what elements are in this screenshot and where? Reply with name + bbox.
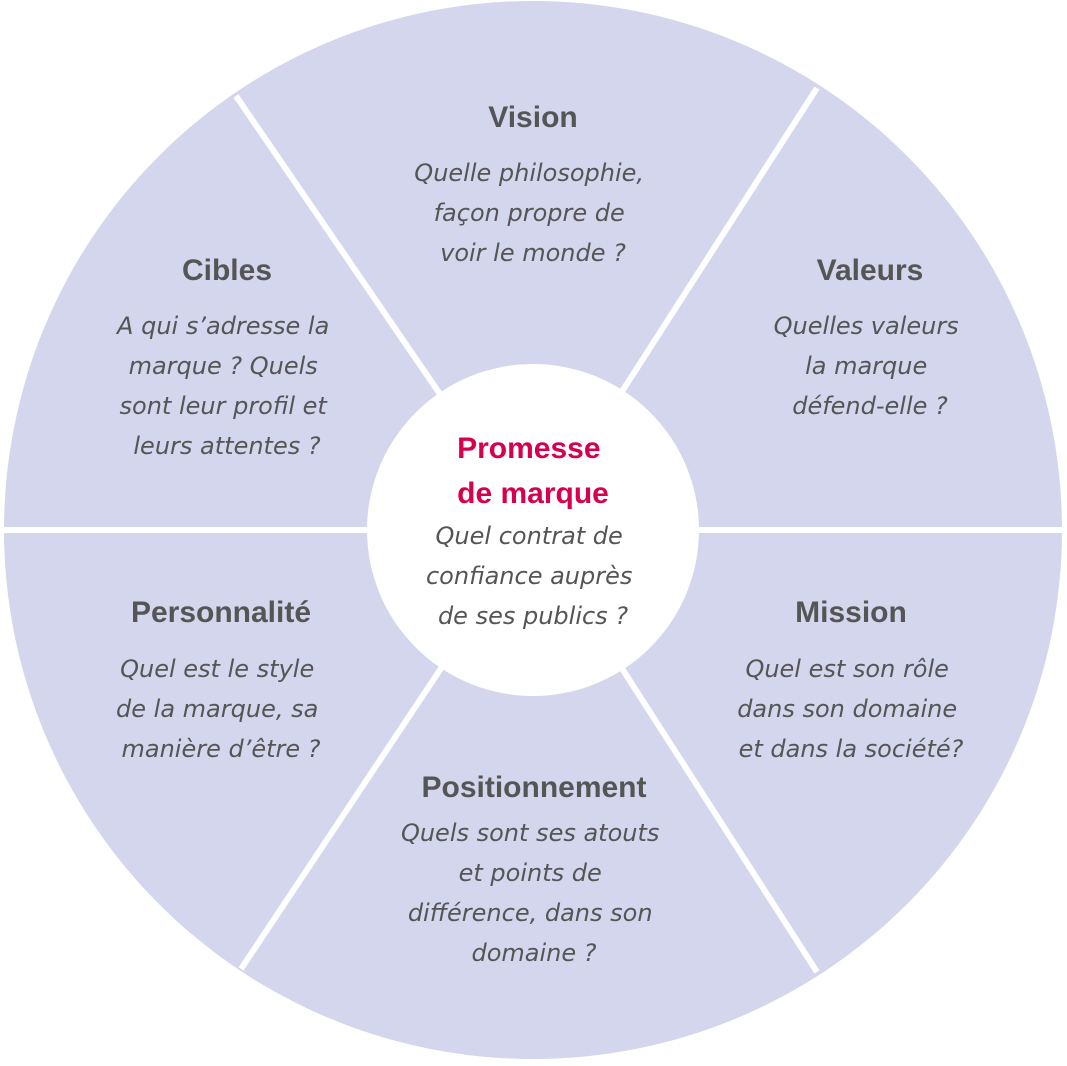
center-text: Quel contrat de confiance auprès de ses … <box>426 522 640 630</box>
center-title-line: Promesse <box>457 432 600 465</box>
segment-title: Personnalité <box>131 596 311 629</box>
segment-cibles: Cibles A qui s’adresse la marque ? Quels… <box>115 254 337 460</box>
segment-mission: Mission Quel est son rôle dans son domai… <box>737 596 965 763</box>
segment-text: Quelles valeurs la marque défend-elle ? <box>774 312 967 420</box>
segment-personnalite: Personnalité Quel est le style de la mar… <box>116 596 326 763</box>
segment-valeurs: Valeurs Quelles valeurs la marque défend… <box>774 254 967 420</box>
center-promesse: Promesse de marque Quel contrat de confi… <box>426 432 640 630</box>
center-text-line: confiance auprès <box>426 562 632 590</box>
segment-text-line: Quel est son rôle <box>745 655 948 683</box>
segment-vision: Vision Quelle philosophie, façon propre … <box>414 101 651 267</box>
segment-text-line: dans son domaine <box>737 695 957 723</box>
segment-text-line: et points de <box>459 859 602 887</box>
segment-text-line: défend-elle ? <box>792 392 948 420</box>
segment-title: Mission <box>795 596 907 629</box>
segment-text-line: façon propre de <box>434 199 625 227</box>
segment-text-line: Quelle philosophie, <box>414 159 644 187</box>
segment-title: Cibles <box>182 254 272 287</box>
segment-title: Valeurs <box>817 254 924 287</box>
segment-text: Quelle philosophie, façon propre de voir… <box>414 159 651 267</box>
segment-text-line: domaine ? <box>471 939 596 967</box>
segment-text-line: sont leur profil et <box>120 392 329 420</box>
center-text-line: de ses publics ? <box>438 602 628 630</box>
segment-text-line: Quels sont ses atouts <box>401 819 659 847</box>
segment-text-line: et dans la société? <box>739 735 964 763</box>
center-title: Promesse de marque <box>457 432 609 510</box>
center-text-line: Quel contrat de <box>436 522 623 550</box>
segment-text-line: la marque <box>805 352 927 380</box>
segment-text-line: voir le monde ? <box>440 239 626 267</box>
segment-text-line: Quelles valeurs <box>774 312 959 340</box>
segment-text-line: manière d’être ? <box>121 735 320 763</box>
segment-positionnement: Positionnement Quels sont ses atouts et … <box>401 771 667 967</box>
segment-text: A qui s’adresse la marque ? Quels sont l… <box>115 312 337 460</box>
segment-title: Positionnement <box>421 771 646 804</box>
segment-text: Quels sont ses atouts et points de diffé… <box>401 819 667 967</box>
segment-title: Vision <box>488 101 577 134</box>
segment-text: Quel est le style de la marque, sa maniè… <box>116 655 326 763</box>
segment-text-line: de la marque, sa <box>116 695 318 723</box>
segment-text-line: différence, dans son <box>408 899 653 927</box>
segment-text: Quel est son rôle dans son domaine et da… <box>737 655 965 763</box>
segment-text-line: A qui s’adresse la <box>115 312 329 340</box>
segment-text-line: Quel est le style <box>120 655 314 683</box>
segment-text-line: marque ? Quels <box>129 352 318 380</box>
center-title-line: de marque <box>457 477 609 510</box>
center-disc <box>367 364 699 696</box>
segment-text-line: leurs attentes ? <box>133 432 320 460</box>
